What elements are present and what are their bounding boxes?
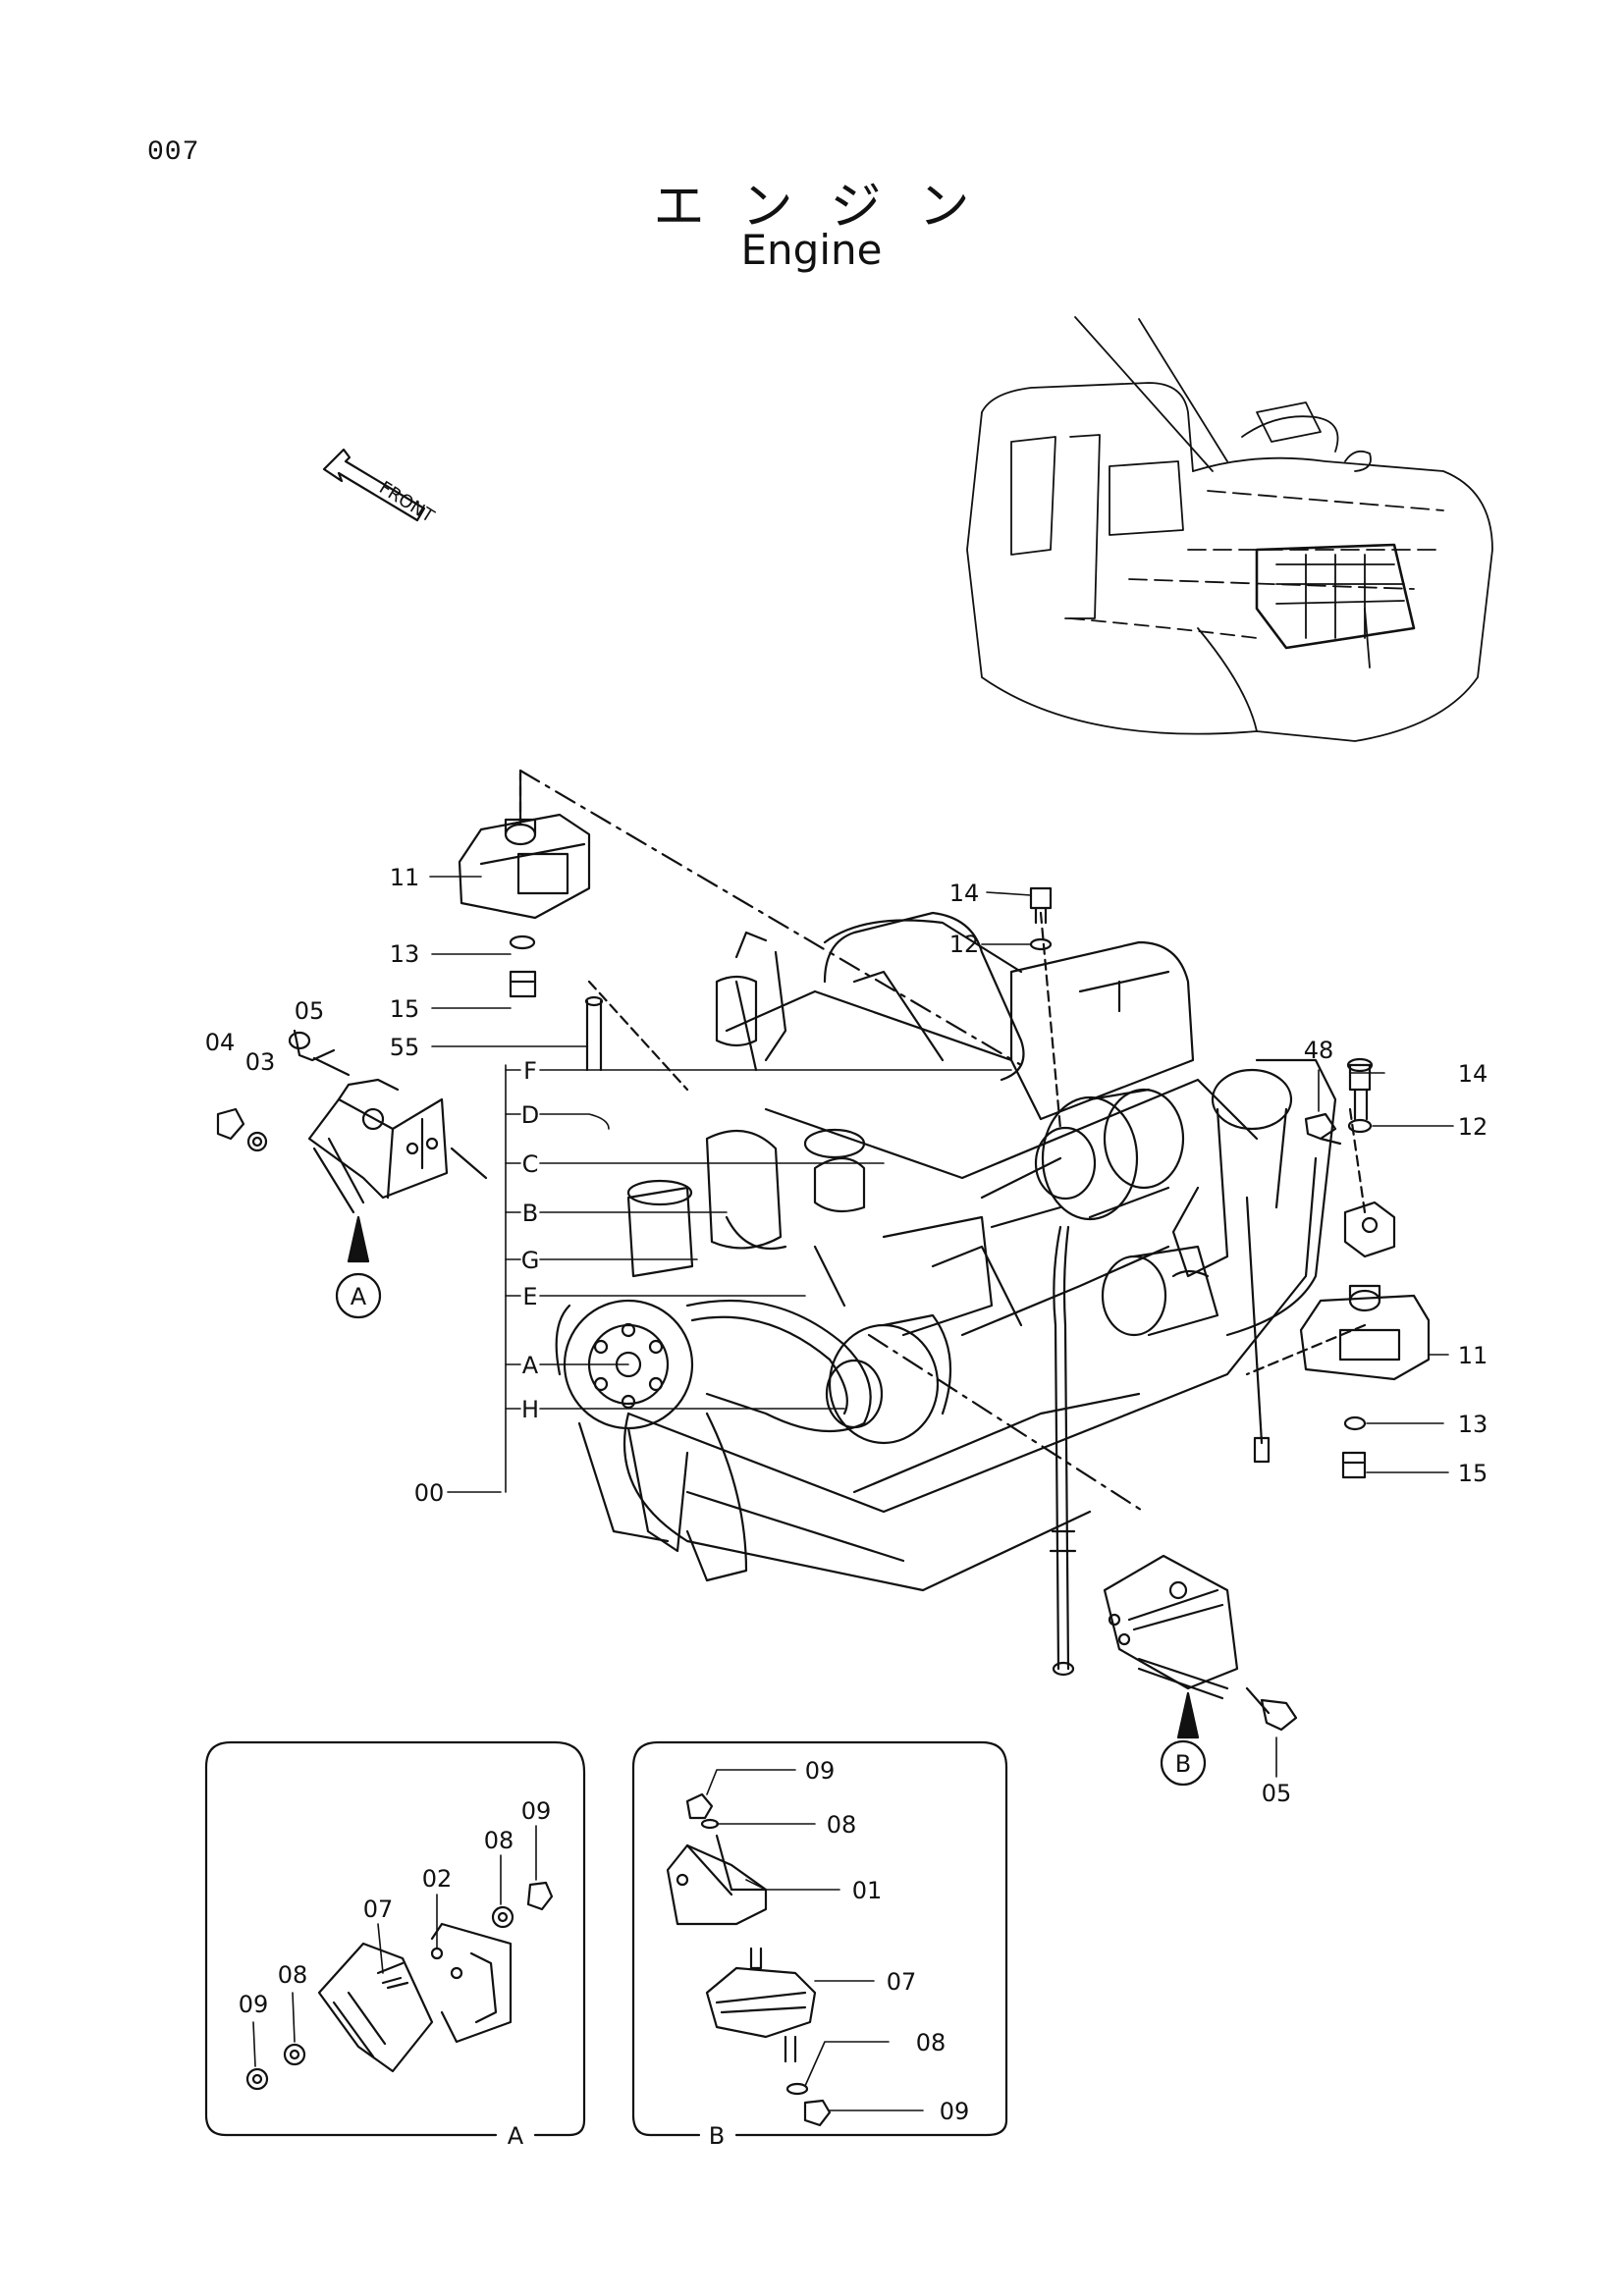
rear-mount-top-left: [458, 772, 591, 998]
callout-b-arrow-icon: [1176, 1691, 1200, 1739]
label-14: 14: [949, 880, 980, 907]
label-07: 07: [363, 1896, 394, 1923]
label-08: 08: [278, 1961, 308, 1989]
callout-a: A: [335, 1272, 382, 1319]
label-14: 14: [1458, 1060, 1488, 1088]
label-B: B: [522, 1200, 538, 1227]
label-15: 15: [1458, 1460, 1488, 1487]
label-G: G: [521, 1247, 540, 1274]
excavator-overview-drawing: [966, 316, 1493, 742]
detail-a-labels: 09 08 02 07 08 09: [239, 1797, 552, 2018]
label-08: 08: [484, 1827, 514, 1854]
label-D: D: [521, 1101, 539, 1129]
label-C: C: [522, 1150, 539, 1178]
label-07: 07: [887, 1968, 917, 1996]
callout-a-arrow-icon: [347, 1215, 370, 1263]
title-japanese: エンジン: [653, 178, 1007, 237]
label-08: 08: [916, 2029, 947, 2056]
front-label: FRONT: [375, 477, 438, 527]
leader-lines: [429, 876, 1454, 1493]
label-A: A: [522, 1352, 539, 1379]
label-F: F: [523, 1057, 537, 1085]
engine-assembly-drawing: [518, 769, 1367, 1677]
label-E: E: [522, 1283, 537, 1310]
label-09: 09: [805, 1757, 836, 1785]
detail-b-leaders: [706, 1769, 924, 2111]
label-15: 15: [390, 995, 420, 1023]
detail-b-caption: B: [709, 2122, 725, 2150]
label-12: 12: [1458, 1113, 1488, 1141]
label-H: H: [521, 1396, 539, 1423]
callout-b: B: [1160, 1739, 1207, 1787]
label-09: 09: [521, 1797, 552, 1825]
label-09: 09: [239, 1991, 269, 2018]
label-05: 05: [295, 997, 325, 1025]
front-mount-right: [1103, 1554, 1298, 1732]
label-02: 02: [422, 1865, 453, 1893]
rear-mount-right: [1029, 886, 1431, 1479]
main-part-labels: 11 13 15 55 04 05 03 F D C B G E A H 00 …: [205, 864, 1488, 1807]
detail-b-panel: B: [631, 1740, 1008, 2150]
label-48: 48: [1304, 1037, 1334, 1064]
page-number: 007: [147, 137, 200, 168]
front-arrow-icon: FRONT: [322, 448, 438, 527]
label-08: 08: [827, 1811, 857, 1839]
front-mount-left: [216, 1029, 488, 1214]
callout-a-label: A: [351, 1283, 367, 1310]
callout-b-label: B: [1175, 1750, 1191, 1778]
label-11: 11: [390, 864, 420, 891]
label-55: 55: [390, 1034, 420, 1061]
title-english: Engine: [740, 226, 883, 274]
label-01: 01: [852, 1877, 883, 1904]
detail-a-caption: A: [508, 2122, 524, 2150]
label-00: 00: [414, 1479, 445, 1507]
label-12: 12: [949, 931, 980, 958]
label-03: 03: [245, 1048, 276, 1076]
label-04: 04: [205, 1029, 236, 1056]
label-11: 11: [1458, 1342, 1488, 1369]
label-05: 05: [1262, 1780, 1292, 1807]
label-09: 09: [940, 2098, 970, 2125]
detail-b-labels: 09 08 01 07 08 09: [805, 1757, 970, 2125]
label-13: 13: [390, 940, 420, 968]
detail-a-leaders: [252, 1825, 537, 2067]
label-13: 13: [1458, 1411, 1488, 1438]
